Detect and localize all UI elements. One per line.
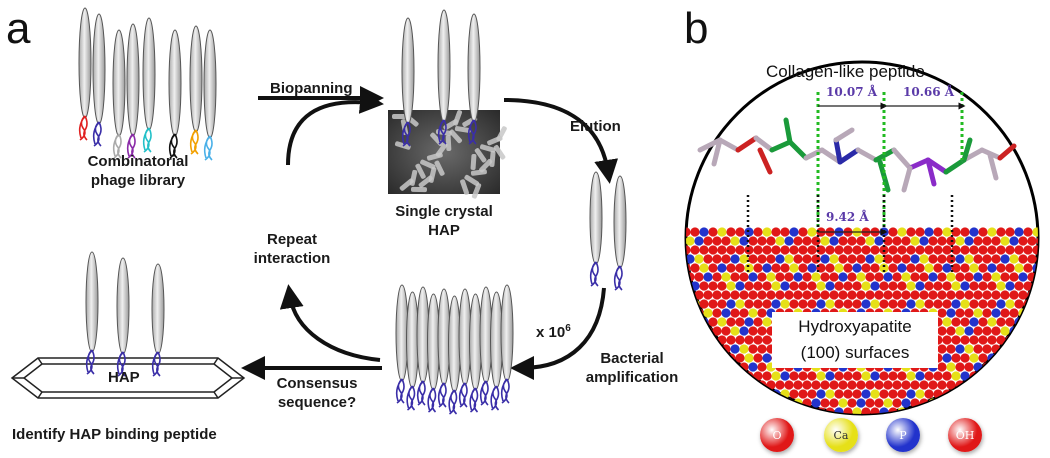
amplification-arrow — [510, 287, 606, 380]
biopanning-label: Biopanning — [270, 80, 353, 97]
legend-phosphorus-label: P — [899, 428, 907, 442]
amplified-phages — [395, 284, 514, 415]
sem-crystal-image — [388, 110, 507, 199]
distance-label-1: 10.07 Å — [826, 85, 878, 99]
repeat-label-line2: interaction — [253, 250, 331, 267]
amplification-factor: x 106 — [536, 323, 571, 341]
phage — [92, 13, 106, 147]
legend-calcium-label: Ca — [833, 428, 849, 442]
legend-oxygen: O — [760, 418, 794, 452]
hap-bound-phages — [85, 251, 165, 377]
legend-oxygen-label: O — [772, 428, 782, 442]
identify-label: Identify HAP binding peptide — [12, 426, 217, 443]
phage — [469, 293, 482, 413]
phage — [613, 175, 627, 291]
legend-hydroxyl: OH — [948, 418, 982, 452]
phage — [490, 291, 503, 411]
phage — [500, 284, 514, 404]
repeat-arrow — [279, 284, 381, 362]
library-label-line2: phage library — [90, 172, 186, 189]
phage — [142, 17, 156, 153]
phage-library — [78, 7, 217, 161]
phage — [401, 17, 415, 147]
hap-crystal — [10, 357, 246, 399]
library-label: Combinatorial phage library — [48, 152, 228, 190]
phage — [78, 7, 92, 141]
distance-label-3: 9.42 Å — [826, 210, 869, 224]
surface-label: Hydroxyapatite (100) surfaces — [772, 314, 938, 366]
amplification-factor-base: x 10 — [536, 324, 566, 341]
phage — [151, 263, 165, 377]
consensus-label-line2: sequence? — [277, 394, 357, 411]
phage — [427, 293, 440, 413]
distance-label-2: 10.66 Å — [903, 85, 955, 99]
phage — [467, 13, 481, 145]
legend-phosphorus: P — [886, 418, 920, 452]
phage — [589, 171, 603, 287]
amplification-label: Bacterial amplification — [572, 349, 692, 387]
crystal-label-line1: Single crystal — [395, 203, 493, 220]
surface-label-line1: Hydroxyapatite — [798, 317, 912, 336]
phage — [203, 29, 217, 161]
surface-label-line2: (100) surfaces — [800, 343, 910, 362]
repeat-label-line1: Repeat — [266, 231, 318, 248]
amplification-label-line1: Bacterial — [600, 350, 664, 367]
consensus-label: Consensus sequence? — [252, 374, 382, 412]
distance-markers — [746, 92, 966, 272]
peptide-title: Collagen-like peptide — [766, 62, 925, 81]
legend-hydroxyl-label: OH — [955, 428, 975, 442]
peptide-molecule — [697, 117, 1017, 193]
phage — [437, 9, 451, 145]
phage — [112, 29, 126, 159]
legend-calcium: Ca — [824, 418, 858, 452]
amplification-factor-exponent: 6 — [565, 323, 571, 334]
phage — [406, 291, 419, 411]
library-label-line1: Combinatorial — [87, 153, 189, 170]
phage — [168, 29, 182, 159]
phage — [448, 295, 461, 415]
hap-label: HAP — [108, 369, 140, 386]
eluted-phages — [589, 171, 627, 291]
surface-label-box — [772, 312, 938, 368]
repeat-label: Repeat interaction — [232, 230, 352, 268]
phage — [85, 251, 99, 375]
panel-label-a: a — [6, 4, 31, 53]
amplification-label-line2: amplification — [585, 369, 679, 386]
crystal-label: Single crystal HAP — [372, 202, 516, 240]
phage — [189, 25, 203, 155]
elution-label: Elution — [570, 118, 621, 135]
crystal-label-line2: HAP — [428, 222, 460, 239]
cycle-arrow-top-left — [286, 89, 384, 166]
elution-arrow — [503, 98, 619, 184]
consensus-label-line1: Consensus — [276, 375, 358, 392]
phage — [126, 23, 140, 159]
bound-phages — [401, 9, 481, 147]
phage — [116, 257, 130, 377]
panel-label-b: b — [684, 4, 709, 53]
